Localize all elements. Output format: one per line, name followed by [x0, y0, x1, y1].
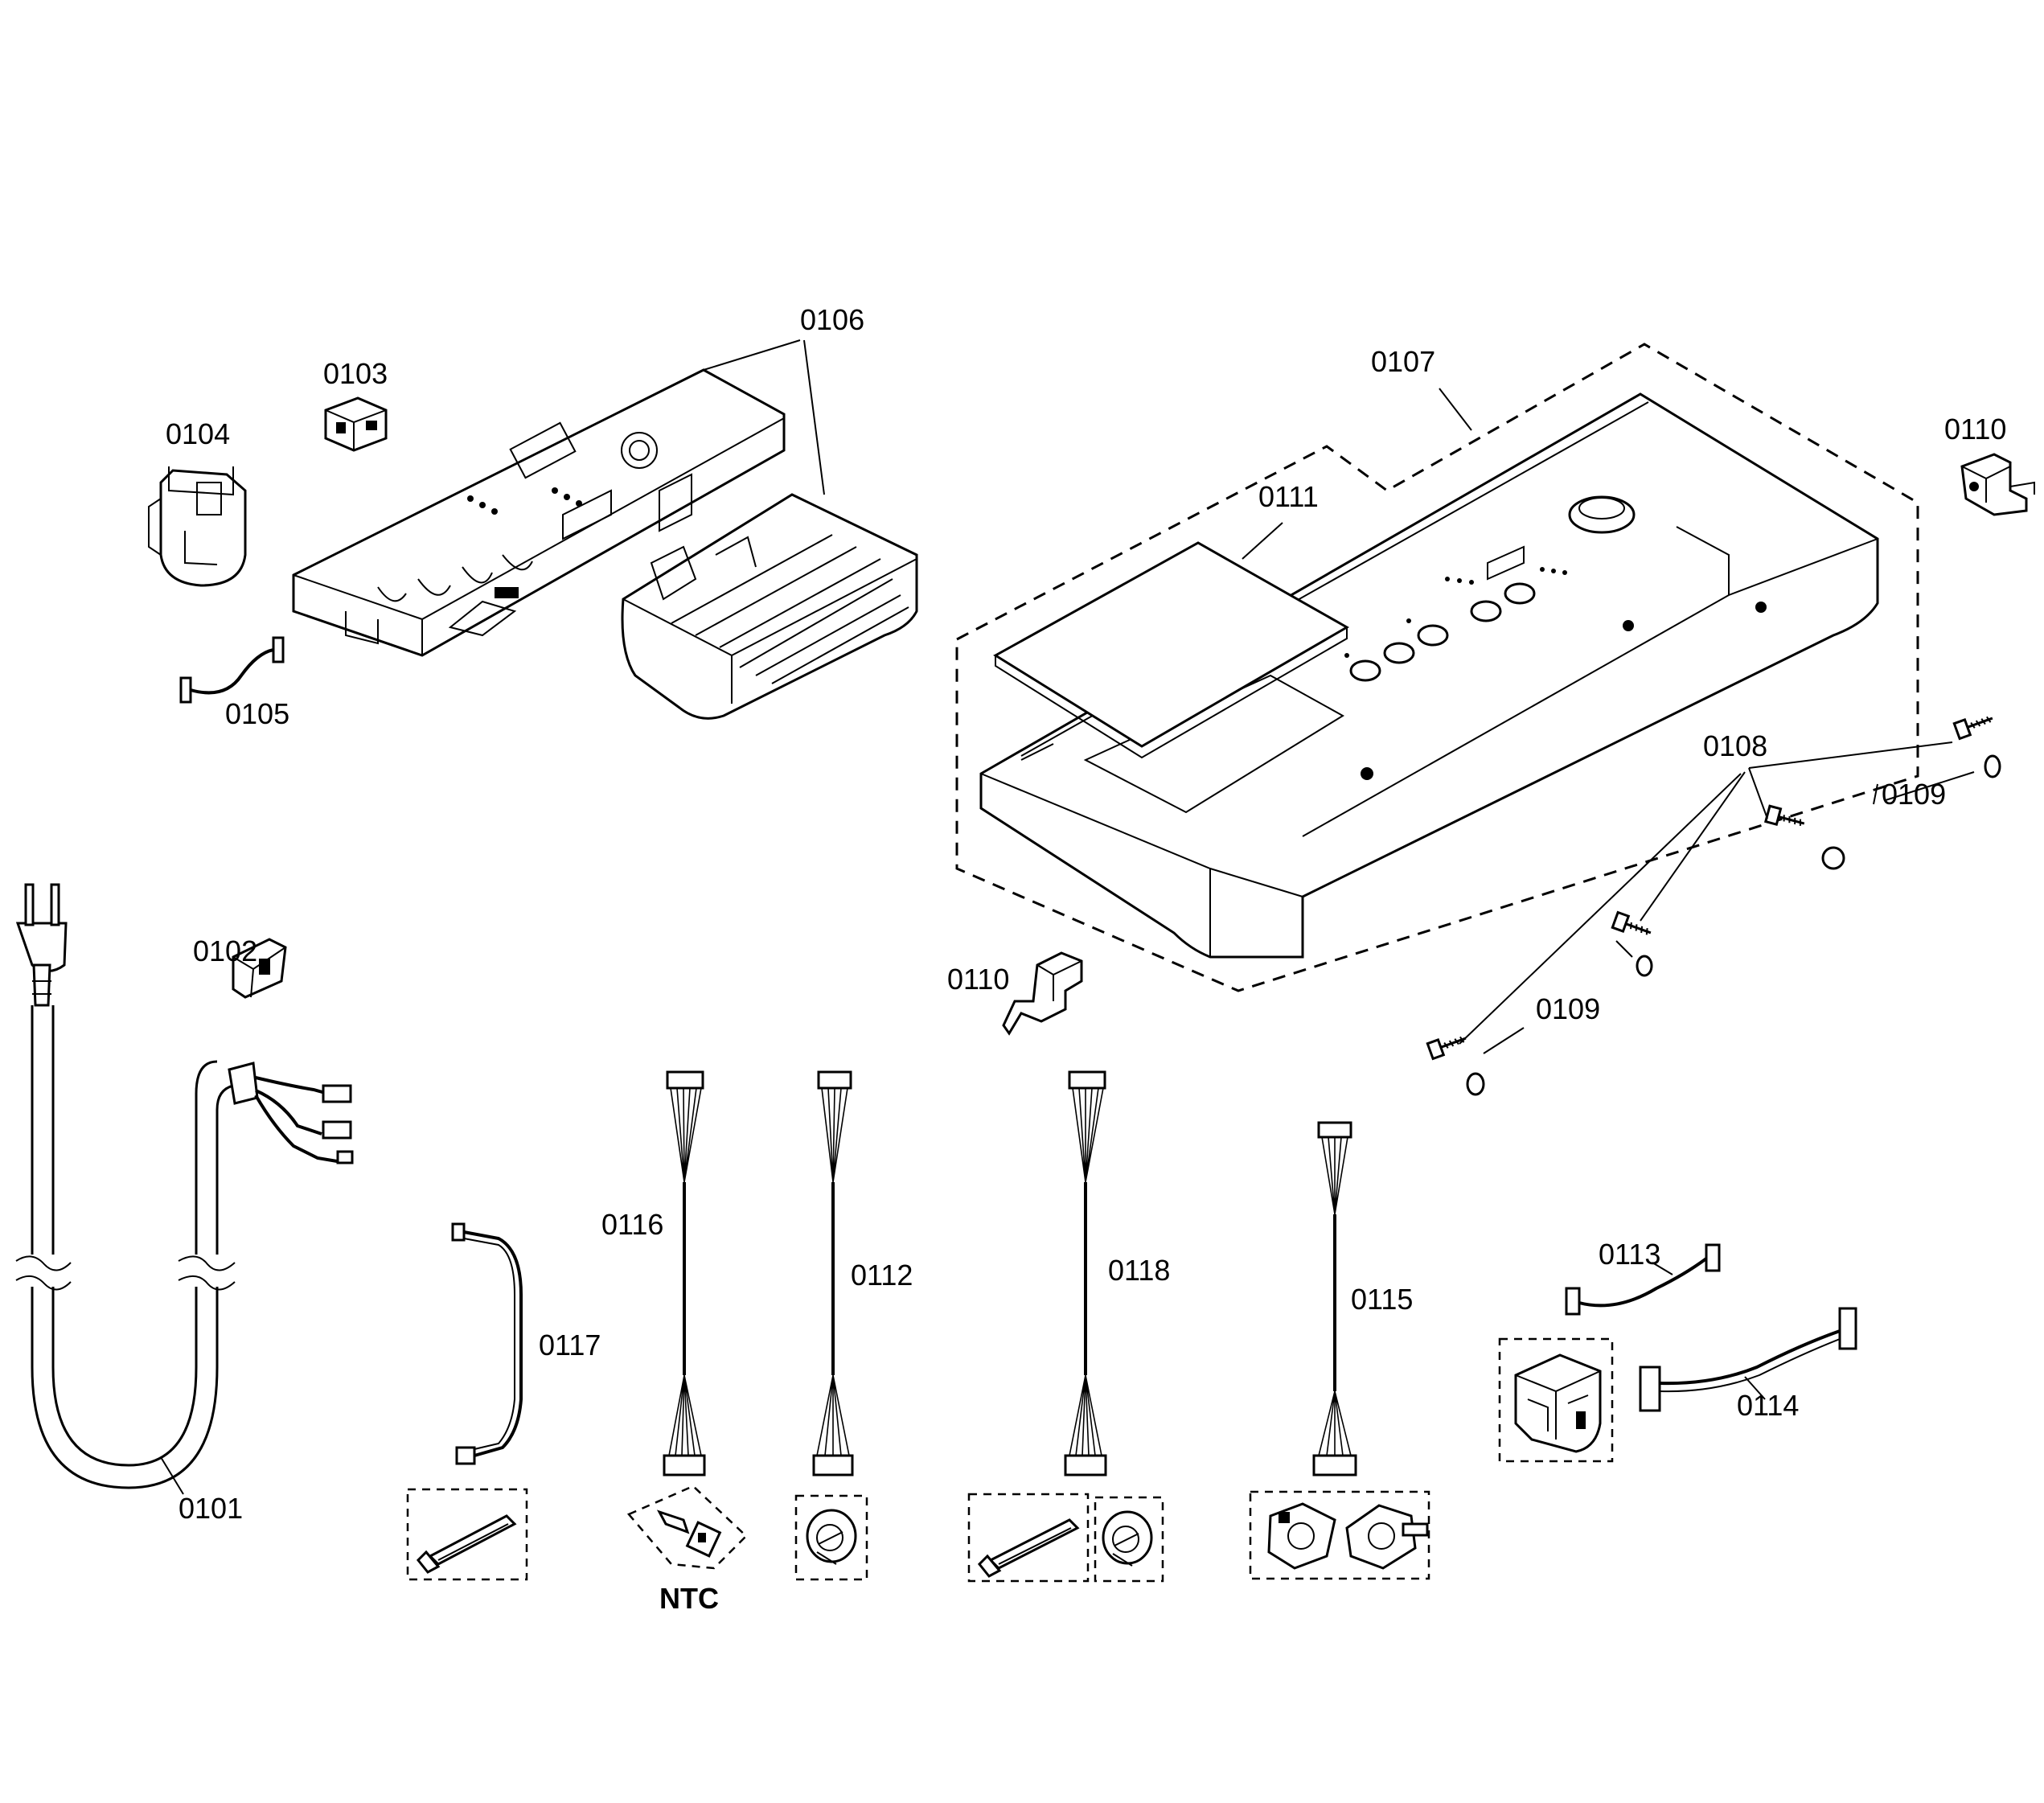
part-0101-power-cord [15, 883, 236, 1489]
label-0109-left: 0109 [1536, 992, 1600, 1025]
part-0111-window [993, 541, 1350, 759]
label-0112: 0112 [851, 1259, 913, 1292]
part-0102-strain-relief [228, 938, 354, 1164]
part-0106-housing [621, 493, 918, 720]
label-0110-lower: 0110 [947, 963, 1009, 996]
label-0113: 0113 [1599, 1238, 1660, 1271]
label-0118: 0118 [1108, 1254, 1170, 1287]
part-0118-harness [967, 1070, 1164, 1583]
part-0113-cable [1565, 1243, 1721, 1316]
part-0114-cable [1639, 1307, 1857, 1412]
part-0112-harness [794, 1070, 868, 1581]
part-0105-cable [179, 636, 285, 704]
label-0102: 0102 [193, 934, 257, 967]
part-0107-fascia-group [955, 343, 1919, 992]
label-0116: 0116 [601, 1208, 663, 1241]
label-ntc: NTC [659, 1582, 719, 1615]
part-0114-module [1498, 1337, 1614, 1463]
label-0111: 0111 [1258, 480, 1319, 513]
part-0109-washers [1466, 754, 2001, 1096]
part-0115-harness [1249, 1121, 1430, 1580]
label-0115: 0115 [1351, 1283, 1413, 1316]
label-0109-right: 0109 [1882, 778, 1946, 811]
label-0117: 0117 [539, 1329, 601, 1361]
label-0105: 0105 [225, 697, 289, 730]
part-0104-filter [148, 466, 247, 587]
part-0110-clip-lower [1002, 951, 1083, 1036]
part-0110-clip-upper [1960, 453, 2035, 516]
part-labels: 0104 0103 0106 0105 0107 0111 0110 0108 … [166, 303, 2006, 1615]
label-0106: 0106 [800, 303, 864, 336]
part-0103-relay [324, 396, 388, 452]
part-0106-control-module [292, 368, 786, 657]
label-0101: 0101 [179, 1492, 243, 1525]
part-0116-harness [626, 1070, 748, 1570]
label-0107: 0107 [1371, 345, 1435, 378]
label-0110-upper: 0110 [1944, 413, 2006, 446]
label-0108: 0108 [1703, 729, 1767, 762]
label-0104: 0104 [166, 417, 230, 450]
label-0103: 0103 [323, 357, 388, 390]
part-0117-harness [406, 1222, 528, 1581]
part-0108-screws [1426, 716, 1993, 1061]
label-0114: 0114 [1737, 1389, 1799, 1422]
leader-lines [160, 339, 1975, 1495]
